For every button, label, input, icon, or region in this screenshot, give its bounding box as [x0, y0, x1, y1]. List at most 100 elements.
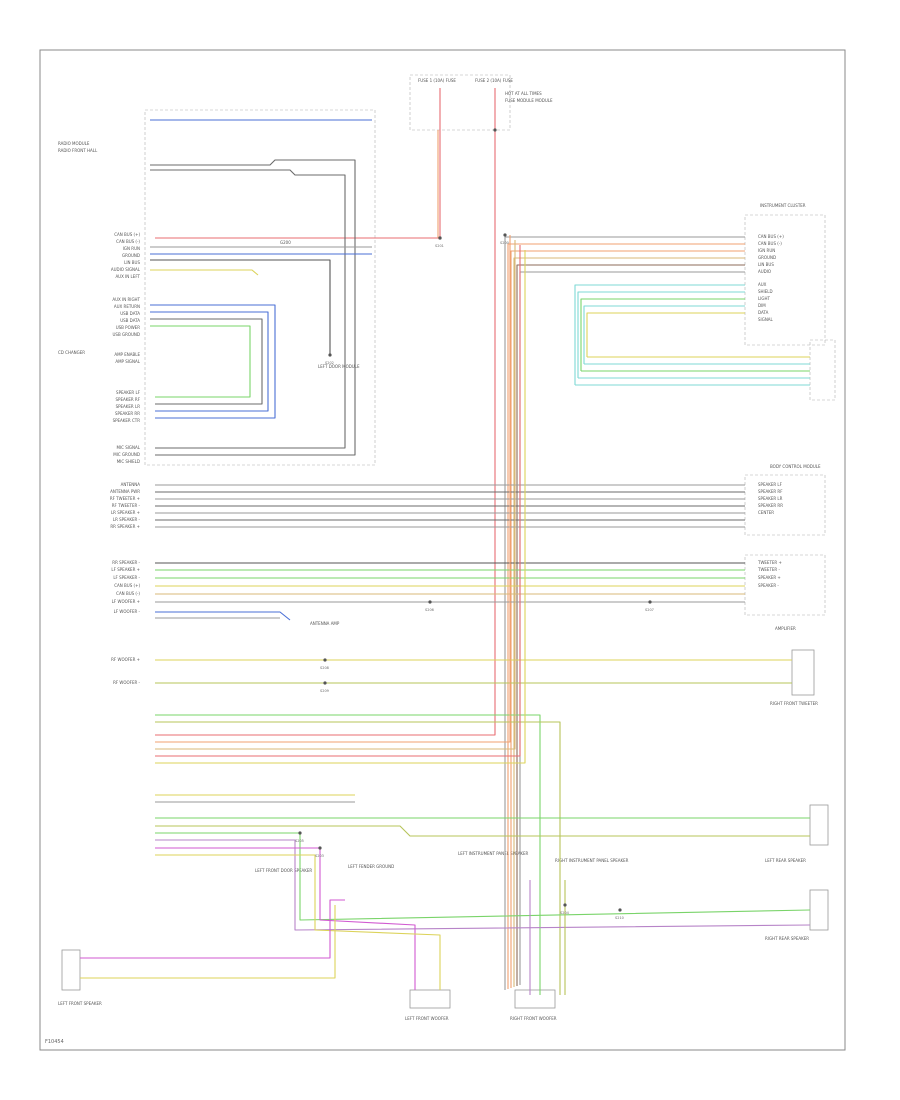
right-pin-label: LIN BUS [758, 262, 774, 267]
wire-ic-2 [510, 250, 745, 988]
left-pin-label: GROUND [122, 253, 140, 258]
left-pin-label: MIC SHIELD [117, 459, 140, 464]
rel-center-title: RADIO FRONT HALL [58, 148, 98, 153]
left-pin-label: CAN BUS (+) [114, 232, 140, 237]
splice-code: S205 [295, 839, 304, 843]
right-ip-speaker-title: RIGHT INSTRUMENT PANEL SPEAKER [555, 858, 629, 863]
rf-woofer-connector [514, 989, 556, 1009]
left-pin-label: LF WOOFER - [114, 609, 141, 614]
fuse-left-title: FUSE 1 (10A) FUSE [418, 78, 456, 83]
left-door-module-title: LEFT DOOR MODULE [318, 364, 360, 369]
left-pin-label: RF WOOFER + [111, 657, 140, 662]
wire-rr-a [155, 832, 811, 921]
right-pin-label: GROUND [758, 255, 776, 260]
splice-code: S210 [615, 916, 624, 920]
left-pin-label: SPEAKER LR [116, 404, 141, 409]
splice-code: S201 [435, 244, 444, 248]
right-pin-label: SIGNAL [758, 317, 774, 322]
wire-ic-5 [519, 271, 745, 985]
wire-feed-yellow [155, 250, 526, 764]
body-module-box [744, 474, 826, 536]
wire-cyan-3 [583, 305, 745, 364]
lf-woofer-connector [409, 989, 451, 1009]
wire-lf-woofer-b [155, 854, 441, 990]
left-pin-label: SPEAKER LF [116, 390, 141, 395]
figure-code: F10454 [45, 1039, 64, 1045]
wire-lr-b [155, 825, 810, 837]
right-pin-label: TWEETER + [757, 560, 782, 565]
splice-fuse2 [493, 128, 497, 132]
wire-rr-b [155, 839, 811, 931]
rf-tweeter-title: RIGHT FRONT TWEETER [770, 701, 818, 706]
wire-ic-1 [507, 243, 745, 989]
right-pin-label: SPEAKER RR [758, 503, 783, 508]
radio-module-title: RADIO MODULE [58, 141, 90, 146]
left-pin-label: LR SPEAKER + [111, 510, 140, 515]
splice-dot [648, 600, 652, 604]
wire-feed-tan [155, 240, 516, 750]
left-pin-label: RF WOOFER - [113, 680, 140, 685]
diagram-frame [39, 49, 846, 1051]
wire-ground-drop [150, 259, 331, 355]
right-pin-label: SPEAKER - [758, 583, 779, 588]
right-pin-label: DATA [758, 310, 769, 315]
left-pin-label: ANTENNA [121, 482, 141, 487]
right-pin-label: SPEAKER RF [758, 489, 783, 494]
ground-splice-title: G200 [280, 240, 291, 245]
wire-usb-blue-b [150, 311, 269, 412]
left-pin-label: CAN BUS (+) [114, 583, 140, 588]
fuse-right-title: FUSE 2 (10A) FUSE [475, 78, 513, 83]
splice-code: S202 [325, 361, 334, 365]
left-pin-label: SPEAKER RF [116, 397, 141, 402]
right-pin-label: AUX [758, 282, 767, 287]
left-pin-label: LF WOOFER + [112, 599, 140, 604]
left-pin-label: MIC SIGNAL [117, 445, 141, 450]
body-module-title: BODY CONTROL MODULE [770, 464, 821, 469]
splices-layer [298, 128, 652, 912]
left-pin-label: LF SPEAKER - [113, 575, 140, 580]
right-pin-label: CAN BUS (+) [758, 234, 784, 239]
splice-dot [318, 846, 322, 850]
left-pin-label: CAN BUS (-) [116, 239, 140, 244]
left-pin-label: RF TWEETER + [110, 496, 140, 501]
right-pin-label: AUDIO [758, 269, 771, 274]
wire-lf-woofer-a [155, 847, 416, 990]
wire-lf-speaker-a [80, 899, 345, 959]
left-pin-label: LF SPEAKER + [111, 567, 140, 572]
rr-speaker-title: RIGHT REAR SPEAKER [765, 936, 809, 941]
cd-changer-title: CD CHANGER [58, 350, 85, 355]
wire-cyan-4 [586, 312, 745, 357]
splice-dot [298, 831, 302, 835]
left-pin-label: MIC GROUND [113, 452, 140, 457]
left-pin-label: SPEAKER CTR [113, 418, 141, 423]
antenna-box [809, 339, 836, 401]
wire-usb-green [150, 325, 251, 398]
wire-usb-gray [150, 318, 263, 405]
left-pin-label: AMP ENABLE [114, 352, 140, 357]
splice-code: S204 [560, 911, 570, 915]
right-pin-label: DIM [758, 303, 766, 308]
wire-lf-speaker-b [80, 905, 336, 979]
instrument-cluster-title: INSTRUMENT CLUSTER [760, 203, 806, 208]
left-pin-label: USB DATA [120, 318, 140, 323]
radio-module-box [144, 109, 376, 466]
lf-speaker-connector [61, 949, 81, 991]
splice-dot [503, 233, 507, 237]
left-pin-label: SPEAKER RR [115, 411, 140, 416]
wire-usb-blue-a [150, 304, 276, 419]
wire-amp-blue [155, 611, 291, 621]
right-pin-label: SPEAKER LR [758, 496, 783, 501]
hot-list-title: HOT AT ALL TIMES [505, 91, 542, 96]
wire-radio-ground-a [150, 159, 356, 456]
left-pin-label: AMP SIGNAL [115, 359, 140, 364]
wire-cyan-0 [574, 284, 745, 385]
left-pin-label: USB DATA [120, 311, 140, 316]
left-pin-label: USB GROUND [112, 332, 140, 337]
splice-dot [428, 600, 432, 604]
left-pin-label: RR SPEAKER + [110, 524, 140, 529]
lr-speaker-title: LEFT REAR SPEAKER [765, 858, 806, 863]
wire-rf-woofer-b [155, 721, 561, 995]
left-pin-label: AUX IN LEFT [115, 274, 140, 279]
amp-module-title: AMPLIFIER [775, 626, 796, 631]
